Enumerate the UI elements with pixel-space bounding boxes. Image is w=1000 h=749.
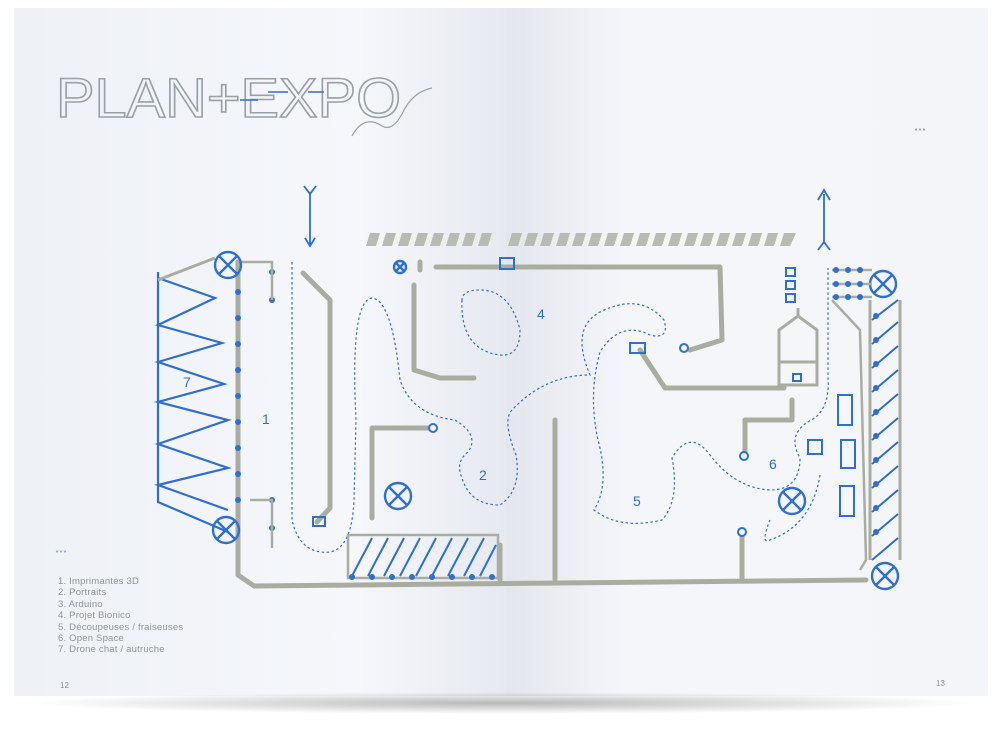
left-page bbox=[14, 8, 506, 696]
entrance-arrow bbox=[303, 185, 317, 248]
zone-label-2: 2 bbox=[479, 467, 487, 483]
light-icon bbox=[211, 515, 241, 545]
up-marker-icon: ˄˄˄ bbox=[914, 128, 926, 137]
light-icon bbox=[870, 561, 900, 591]
blue-pins bbox=[428, 343, 749, 537]
light-icons bbox=[211, 250, 900, 591]
light-icon bbox=[392, 259, 408, 275]
left-rail bbox=[157, 256, 240, 548]
top-wall-blocks bbox=[366, 233, 796, 246]
exit-arrow bbox=[817, 188, 831, 251]
right-hatched-wall bbox=[831, 299, 902, 571]
zone-label-4: 4 bbox=[537, 306, 545, 322]
legend-marker-icon: ˅˅˅ bbox=[55, 550, 67, 559]
legend-item: 2. Portraits bbox=[58, 587, 107, 599]
zone-label-6: 6 bbox=[769, 456, 777, 472]
legend-item: 6. Open Space bbox=[58, 633, 124, 645]
light-icon bbox=[213, 250, 243, 280]
blue-tables bbox=[312, 257, 856, 527]
legend-item: 4. Projet Bionico bbox=[58, 610, 131, 622]
title-accent-lines bbox=[240, 91, 324, 101]
left-connectors bbox=[238, 260, 274, 548]
left-dots bbox=[235, 269, 275, 531]
visitor-path bbox=[291, 262, 829, 553]
legend-item: 5. Découpeuses / fraiseuses bbox=[58, 621, 184, 633]
page-number-left: 12 bbox=[60, 681, 69, 690]
page-number-right: 13 bbox=[936, 679, 945, 688]
grey-walls bbox=[235, 259, 869, 589]
title-squiggle bbox=[351, 87, 433, 137]
bottom-hatched-bench bbox=[346, 533, 500, 580]
zone-label-5: 5 bbox=[633, 493, 641, 509]
light-icon bbox=[868, 269, 898, 299]
top-right-dot-grid bbox=[832, 267, 872, 300]
zone-7-zigzag bbox=[153, 272, 232, 534]
legend-item: 3. Arduino bbox=[58, 598, 103, 610]
legend-list: 1. Imprimantes 3D 2. Portraits 3. Arduin… bbox=[58, 576, 183, 656]
page-shadow bbox=[24, 692, 982, 714]
machine-unit bbox=[777, 308, 819, 387]
plan-title: PLAN+EXPO bbox=[56, 66, 401, 129]
legend-item: 1. Imprimantes 3D bbox=[58, 576, 140, 587]
zone-label-7: 7 bbox=[183, 374, 191, 390]
zone-label-1: 1 bbox=[262, 411, 270, 427]
light-icon bbox=[383, 481, 413, 511]
legend-item: 7. Drone chat / autruche bbox=[58, 644, 165, 656]
light-icon bbox=[777, 486, 807, 516]
